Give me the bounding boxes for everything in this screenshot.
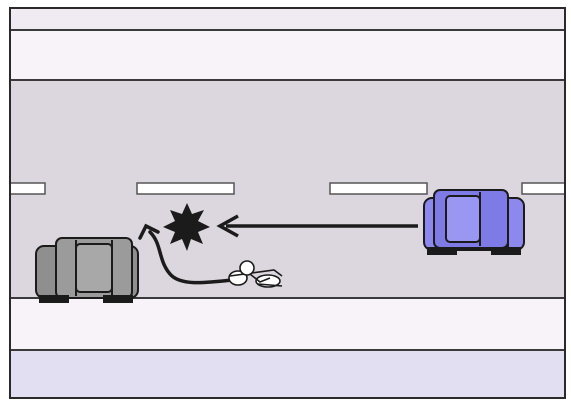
lane-dash (10, 183, 45, 194)
lane-dash (137, 183, 234, 194)
lower-sidewalk (10, 298, 565, 350)
lane-dash (522, 183, 565, 194)
lower-lane (10, 350, 565, 398)
blue-car-icon (424, 190, 524, 254)
gray-car-icon (36, 238, 138, 302)
top-edge-strip (10, 8, 565, 30)
lane-dash (330, 183, 427, 194)
upper-sidewalk (10, 30, 565, 80)
